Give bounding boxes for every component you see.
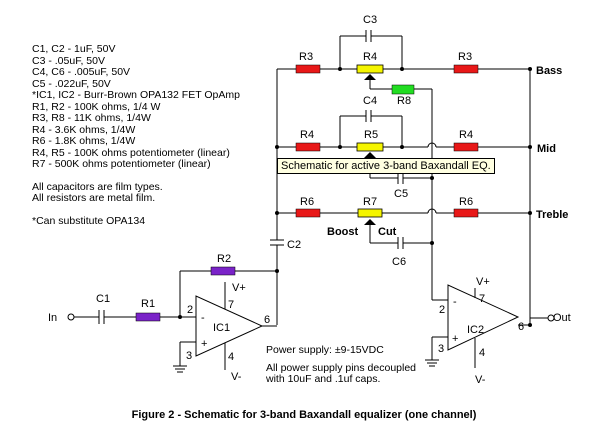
label-bass: Bass bbox=[536, 65, 562, 77]
parts-list-line: R3, R8 - 11K ohms, 1/4W bbox=[32, 112, 151, 124]
label-r5: R5 bbox=[364, 129, 378, 141]
parts-list-line: C3 - .05uF, 50V bbox=[32, 54, 105, 67]
label-c4: C4 bbox=[363, 95, 377, 107]
parts-list-line: C5 - .022uF, 50V bbox=[32, 77, 111, 90]
parts-list-line: R1, R2 - 100K ohms, 1/4 W bbox=[32, 100, 161, 113]
ic1-plus: + bbox=[201, 338, 207, 350]
ic1-name: IC1 bbox=[213, 322, 230, 334]
power-supply-line2: All power supply pins decoupled bbox=[266, 361, 417, 374]
label-in: In bbox=[48, 312, 57, 324]
ic2-minus: - bbox=[453, 296, 457, 308]
ic2-name: IC2 bbox=[467, 324, 484, 336]
label-mid: Mid bbox=[537, 143, 556, 155]
ic1-pin4: 4 bbox=[228, 351, 234, 363]
ic1-minus: - bbox=[201, 312, 205, 324]
ic2-pin4: 4 bbox=[479, 347, 485, 359]
label-r6-right: R6 bbox=[459, 196, 473, 208]
label-r3-left: R3 bbox=[299, 51, 313, 63]
label-boost: Boost bbox=[327, 226, 359, 238]
power-supply-note: Power supply: ±9-15VDC All power supply … bbox=[266, 344, 417, 386]
parts-list-line: All resistors are metal film. bbox=[32, 192, 156, 204]
label-r2: R2 bbox=[217, 253, 231, 265]
tooltip: Schematic for active 3-band Baxandall EQ… bbox=[277, 158, 495, 174]
ic1-pin6: 6 bbox=[264, 314, 270, 326]
ic2-pin7: 7 bbox=[479, 293, 485, 305]
parts-list-line: R7 - 500K ohms potentiometer (linear) bbox=[32, 158, 211, 170]
ic1-pin7: 7 bbox=[228, 299, 234, 311]
figure-caption: Figure 2 - Schematic for 3-band Baxandal… bbox=[131, 409, 477, 421]
parts-list-line: R6 - 1.8K ohms, 1/4W bbox=[32, 135, 136, 147]
ic1-pin3: 3 bbox=[186, 350, 192, 362]
label-r6-left: R6 bbox=[300, 196, 314, 208]
ic2-pin3: 3 bbox=[438, 343, 444, 355]
label-out: Out bbox=[553, 312, 571, 324]
label-r7: R7 bbox=[363, 196, 377, 208]
ic2-pin6: 6 bbox=[518, 321, 524, 333]
ic2-pin2: 2 bbox=[439, 304, 445, 316]
ic1-vminus: V- bbox=[231, 371, 242, 383]
parts-list-line: C4, C6 - .005uF, 50V bbox=[32, 66, 131, 78]
label-r4-bass: R4 bbox=[363, 51, 377, 63]
parts-list-line: All capacitors are film types. bbox=[32, 180, 163, 193]
ic1-pin2: 2 bbox=[187, 304, 193, 316]
label-cut: Cut bbox=[378, 226, 397, 238]
parts-list-line: R4, R5 - 100K ohms potentiometer (linear… bbox=[32, 146, 230, 159]
parts-list-line bbox=[32, 205, 240, 216]
ic2-vplus: V+ bbox=[476, 276, 490, 288]
label-c5: C5 bbox=[394, 188, 408, 200]
ic2-vminus: V- bbox=[475, 374, 486, 386]
label-r4-mid-right: R4 bbox=[459, 129, 473, 141]
label-c1: C1 bbox=[96, 293, 110, 305]
parts-list-line: C1, C2 - 1uF, 50V bbox=[32, 43, 116, 55]
ic2-plus: + bbox=[452, 333, 458, 345]
label-treble: Treble bbox=[536, 209, 568, 221]
label-r4-mid-left: R4 bbox=[300, 129, 314, 141]
label-c6: C6 bbox=[392, 256, 406, 268]
parts-list-line: *IC1, IC2 - Burr-Brown OPA132 FET OpAmp bbox=[32, 89, 240, 101]
ic1-vplus: V+ bbox=[232, 282, 246, 294]
label-r1: R1 bbox=[141, 298, 155, 310]
parts-list-line: *Can substitute OPA134 bbox=[32, 214, 146, 227]
label-r3-right: R3 bbox=[458, 51, 472, 63]
label-c2: C2 bbox=[287, 239, 301, 251]
power-supply-line3: with 10uF and .1uf caps. bbox=[266, 373, 381, 385]
power-supply-line1: Power supply: ±9-15VDC bbox=[266, 344, 384, 356]
label-c3: C3 bbox=[363, 14, 377, 26]
parts-list-line bbox=[32, 171, 240, 182]
parts-list-line: R4 - 3.6K ohms, 1/4W bbox=[32, 123, 136, 136]
label-r8: R8 bbox=[397, 95, 411, 107]
